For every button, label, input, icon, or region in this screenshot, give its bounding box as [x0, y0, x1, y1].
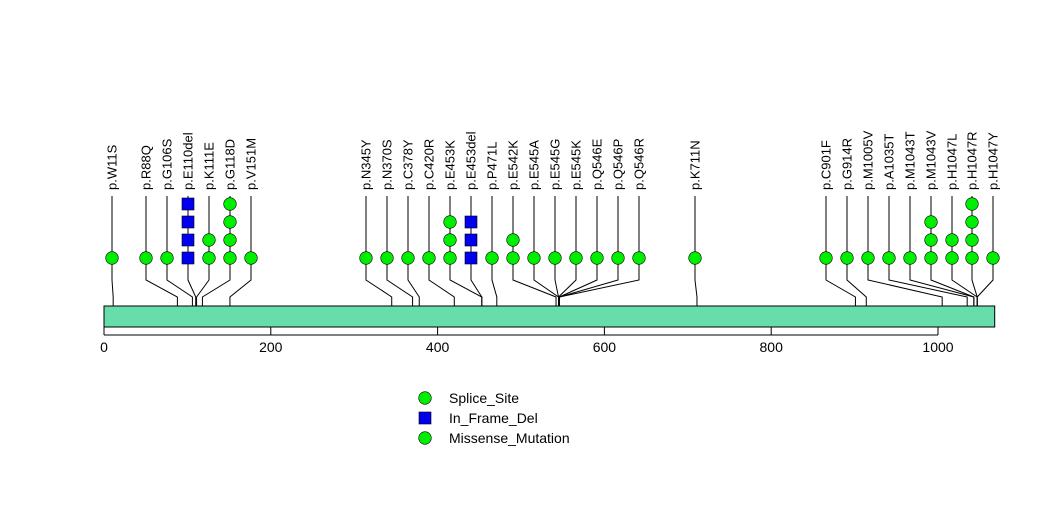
mutation-label: p.V151M — [244, 138, 259, 190]
mutation-label: p.A1035T — [882, 134, 897, 190]
axis-tick-label: 0 — [100, 339, 108, 355]
mutation-label: p.H1047R — [965, 131, 980, 190]
axis-tick-label: 200 — [259, 339, 283, 355]
missense-marker — [485, 251, 499, 265]
legend-label: Splice_Site — [449, 390, 519, 406]
missense-marker — [527, 251, 541, 265]
missense-marker — [611, 251, 625, 265]
missense-marker — [945, 251, 959, 265]
legend-label: Missense_Mutation — [449, 430, 570, 446]
missense-marker — [506, 233, 520, 247]
missense-marker — [443, 215, 457, 229]
lollipop-stems — [111, 196, 994, 258]
mutation-label: p.M1043T — [903, 131, 918, 190]
legend-label: In_Frame_Del — [449, 410, 538, 426]
axis-tick-label: 400 — [426, 339, 450, 355]
mutation-label: p.K111E — [202, 142, 217, 190]
mutation-label: p.E542K — [506, 140, 521, 190]
missense-marker — [401, 251, 415, 265]
mutation-label: p.M1043V — [924, 130, 939, 190]
in-frame-del-marker — [464, 251, 478, 265]
missense-marker — [882, 251, 896, 265]
missense-marker — [903, 251, 917, 265]
mutation-label: p.C901F — [819, 140, 834, 190]
missense-marker — [380, 251, 394, 265]
mutation-label: p.G118D — [223, 139, 238, 190]
missense-marker — [223, 197, 237, 211]
protein-bar — [103, 305, 996, 328]
missense-marker — [924, 233, 938, 247]
missense-marker — [965, 215, 979, 229]
in-frame-del-marker — [181, 233, 195, 247]
mutation-label: p.R88Q — [139, 145, 154, 190]
missense-marker — [223, 251, 237, 265]
mutation-label: p.C420R — [422, 139, 437, 190]
mutation-label: p.E110del — [181, 132, 196, 190]
mutation-label: p.N345Y — [359, 139, 374, 190]
missense-marker — [569, 251, 583, 265]
missense-marker — [590, 251, 604, 265]
missense-marker — [359, 251, 373, 265]
in-frame-del-marker — [464, 233, 478, 247]
mutation-label: p.E545A — [527, 140, 542, 190]
missense-marker — [924, 251, 938, 265]
missense-marker — [422, 251, 436, 265]
missense-marker — [965, 251, 979, 265]
mutation-label: p.Q546R — [632, 138, 647, 190]
missense-marker — [688, 251, 702, 265]
legend-circle-icon — [418, 431, 432, 445]
mutation-markers — [105, 197, 1000, 265]
mutation-label: p.Q546E — [590, 138, 605, 190]
mutation-label: p.C378Y — [401, 139, 416, 190]
mutation-label: p.Q546P — [611, 139, 626, 190]
missense-marker — [139, 251, 153, 265]
missense-marker — [223, 215, 237, 229]
mutation-label: p.K711N — [688, 140, 703, 190]
in-frame-del-marker — [464, 215, 478, 229]
mutation-label: p.E453del — [464, 131, 479, 190]
missense-marker — [840, 251, 854, 265]
axis-tick-label: 800 — [760, 339, 784, 355]
x-axis: 0 200 400 600 800 1000 — [100, 327, 954, 355]
in-frame-del-marker — [181, 251, 195, 265]
missense-marker — [202, 251, 216, 265]
legend-circle-icon — [418, 391, 432, 405]
mutation-label: p.E453K — [443, 140, 458, 190]
missense-marker — [861, 251, 875, 265]
missense-marker — [244, 251, 258, 265]
missense-marker — [202, 233, 216, 247]
missense-marker — [223, 233, 237, 247]
missense-marker — [443, 251, 457, 265]
in-frame-del-marker — [181, 197, 195, 211]
missense-marker — [160, 251, 174, 265]
mutation-labels: p.W11S p.R88Q p.G106S p.E110del p.K111E p.G11… — [105, 130, 1001, 190]
in-frame-del-marker — [181, 215, 195, 229]
mutation-label: p.N370S — [380, 139, 395, 190]
axis-tick-label: 1000 — [922, 339, 953, 355]
legend-square-icon — [418, 411, 432, 425]
mutation-label: p.G106S — [160, 138, 175, 190]
missense-marker — [443, 233, 457, 247]
missense-marker — [924, 215, 938, 229]
mutation-label: p.W11S — [105, 144, 120, 190]
missense-marker — [965, 233, 979, 247]
missense-marker — [506, 251, 520, 265]
mutation-label: p.H1047Y — [986, 132, 1001, 190]
mutation-label: p.M1005V — [861, 130, 876, 190]
missense-marker — [986, 251, 1000, 265]
missense-marker — [105, 251, 119, 265]
missense-marker — [548, 251, 562, 265]
missense-marker — [819, 251, 833, 265]
mutation-label: p.E545G — [548, 139, 563, 190]
mutation-label: p.H1047L — [945, 134, 960, 190]
missense-marker — [965, 197, 979, 211]
mutation-label: p.P471L — [485, 142, 500, 190]
missense-marker — [632, 251, 646, 265]
missense-marker — [945, 233, 959, 247]
axis-tick-label: 600 — [593, 339, 617, 355]
mutation-label: p.G914R — [840, 138, 855, 190]
mutation-label: p.E545K — [569, 140, 584, 190]
